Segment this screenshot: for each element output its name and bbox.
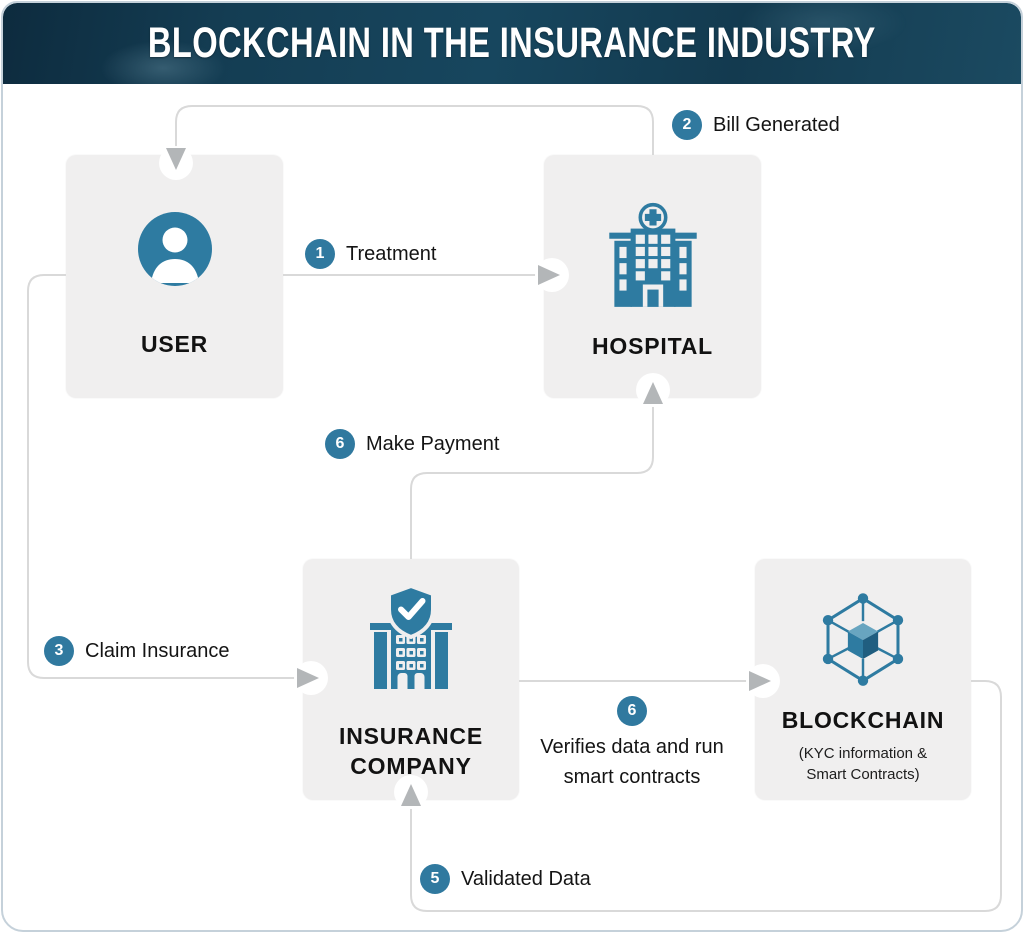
bill-generated-connector — [175, 105, 654, 155]
node-user: USER — [66, 155, 283, 398]
flow-bill-generated: 2 Bill Generated — [672, 110, 840, 140]
person-icon — [137, 211, 213, 287]
flow-bill-generated-text: Bill Generated — [713, 113, 840, 136]
flow-verifies-data-badge: 6 — [617, 696, 647, 726]
flow-treatment: 1 Treatment — [305, 239, 436, 269]
flow-claim-insurance: 3 Claim Insurance — [44, 636, 230, 666]
node-blockchain-label: BLOCKCHAIN — [781, 707, 945, 733]
flow-validated-data-badge: 5 — [420, 864, 450, 894]
node-blockchain: BLOCKCHAIN (KYC information & Smart Cont… — [755, 559, 971, 800]
flow-make-payment-badge: 6 — [325, 429, 355, 459]
flow-make-payment: 6 Make Payment — [325, 429, 499, 459]
page-title: BLOCKCHAIN IN THE INSURANCE INDUSTRY — [148, 19, 876, 67]
flow-treatment-text: Treatment — [346, 242, 437, 265]
flow-bill-generated-badge: 2 — [672, 110, 702, 140]
flow-validated-data-text: Validated Data — [461, 867, 591, 890]
node-hospital: HOSPITAL — [544, 155, 761, 398]
header-banner: BLOCKCHAIN IN THE INSURANCE INDUSTRY — [3, 3, 1021, 84]
node-insurance-company: INSURANCE COMPANY — [303, 559, 519, 800]
flow-make-payment-text: Make Payment — [366, 432, 500, 455]
flow-claim-insurance-text: Claim Insurance — [85, 639, 230, 662]
node-blockchain-sublabel: (KYC information & Smart Contracts) — [798, 745, 928, 783]
blockchain-cube-network-icon — [811, 589, 915, 693]
node-user-label: USER — [140, 331, 209, 357]
flow-validated-data: 5 Validated Data — [420, 864, 591, 894]
flow-verifies-data-text: Verifies data and run smart contracts — [540, 736, 724, 788]
flow-treatment-badge: 1 — [305, 239, 335, 269]
hospital-building-icon — [592, 201, 714, 307]
node-insurance-label: INSURANCE COMPANY — [339, 723, 483, 779]
flow-claim-insurance-badge: 3 — [44, 636, 74, 666]
insurance-shield-building-icon — [356, 583, 466, 695]
node-hospital-label: HOSPITAL — [592, 333, 713, 359]
flow-verifies-data: 6 Verifies data and run smart contracts — [522, 696, 742, 792]
